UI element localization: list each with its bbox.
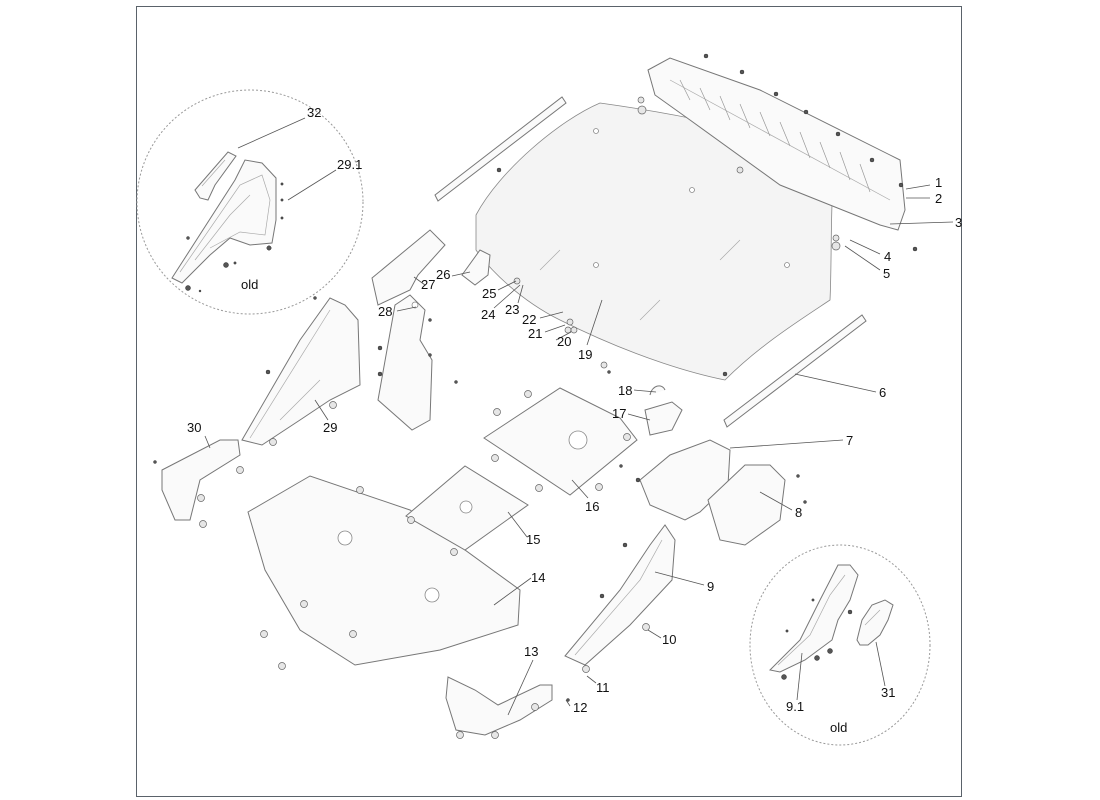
part-29-drawing (241, 297, 361, 446)
leader-lines (204, 117, 954, 716)
part-26-drawing (461, 249, 491, 286)
part-29-1-drawing (171, 159, 277, 284)
callout-3: 3 (955, 215, 962, 230)
callout-9-1: 9.1 (786, 699, 804, 714)
inset-left-caption: old (241, 277, 258, 292)
callout-27: 27 (421, 277, 435, 292)
callout-29: 29 (323, 420, 337, 435)
callout-4: 4 (884, 249, 891, 264)
callout-14: 14 (531, 570, 545, 585)
callout-19: 19 (578, 347, 592, 362)
callout-16: 16 (585, 499, 599, 514)
part-13-drawing (445, 676, 553, 736)
callout-1: 1 (935, 175, 942, 190)
callout-21: 21 (528, 326, 542, 341)
part-8-drawing (707, 464, 786, 546)
callout-13: 13 (524, 644, 538, 659)
part-19-drawing (475, 102, 836, 381)
callout-6: 6 (879, 385, 886, 400)
part-30-drawing (161, 439, 241, 521)
callout-5: 5 (883, 266, 890, 281)
callout-2: 2 (935, 191, 942, 206)
callout-26: 26 (436, 267, 450, 282)
callout-25: 25 (482, 286, 496, 301)
callout-17: 17 (612, 406, 626, 421)
part-6-drawing (723, 314, 867, 428)
part-31-drawing (856, 599, 894, 646)
clips-part-3 (637, 53, 918, 252)
callout-31: 31 (881, 685, 895, 700)
callout-8: 8 (795, 505, 802, 520)
callout-11: 11 (596, 680, 610, 695)
part-3-drawing (647, 57, 906, 231)
inset-circle-right (749, 544, 931, 746)
part-32-drawing (194, 151, 237, 201)
callout-29-1: 29.1 (337, 157, 362, 172)
part-27-drawing (371, 229, 446, 306)
callout-18: 18 (618, 383, 632, 398)
part-14-drawing (247, 475, 521, 666)
callout-7: 7 (846, 433, 853, 448)
callout-28: 28 (378, 304, 392, 319)
callout-15: 15 (526, 532, 540, 547)
callout-9: 9 (707, 579, 714, 594)
inset-circle-left (136, 89, 364, 315)
inset-right-caption: old (830, 720, 847, 735)
callout-30: 30 (187, 420, 201, 435)
callout-labels: 1 2 3 4 5 6 7 8 9 9.1 10 11 12 13 14 15 … (187, 105, 962, 735)
part-9-1-drawing (768, 564, 859, 673)
part-17-drawing (644, 401, 683, 436)
callout-23: 23 (505, 302, 519, 317)
callout-22: 22 (522, 312, 536, 327)
callout-32: 32 (307, 105, 321, 120)
callout-20: 20 (557, 334, 571, 349)
fasteners (153, 167, 807, 739)
part-28-drawing (377, 294, 433, 431)
callout-12: 12 (573, 700, 587, 715)
part-15-drawing (405, 465, 529, 551)
part-9-drawing (564, 524, 676, 666)
callout-24: 24 (481, 307, 495, 322)
callout-10: 10 (662, 632, 676, 647)
upper-rail-left (434, 96, 567, 202)
part-18-drawing (649, 385, 666, 396)
part-16-drawing (483, 387, 638, 496)
